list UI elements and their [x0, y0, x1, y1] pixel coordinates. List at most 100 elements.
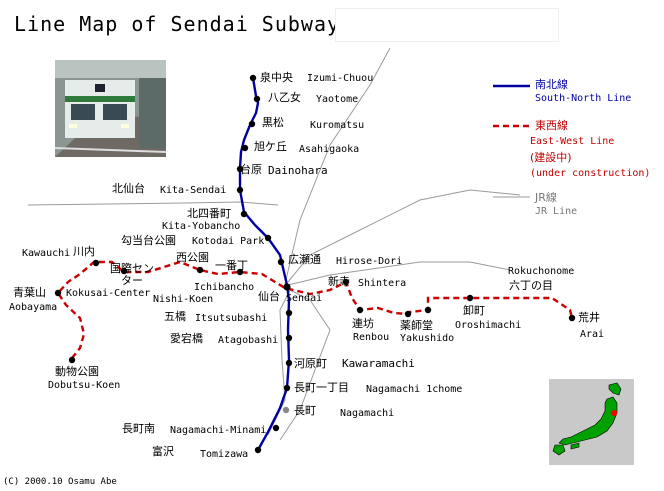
legend-east-west-en: East-West Line	[530, 136, 615, 147]
legend-jr-jp: JR線	[535, 191, 557, 204]
station-label-en: Itsutsubashi	[195, 313, 268, 324]
station-dot-nagamachi-1chome	[283, 384, 291, 392]
station-label-jp: 一番丁	[215, 259, 248, 272]
station-label-en: Rokuchonome	[508, 266, 575, 277]
station-label-en: Tomizawa	[200, 449, 249, 460]
title-blank-box	[336, 9, 558, 41]
station-dot-dainohara	[236, 165, 244, 173]
station-dot-rokuchonome	[466, 294, 474, 302]
station-dot-arai	[568, 314, 576, 322]
legend-under-construction-jp: (建設中)	[530, 151, 572, 164]
station-label-jp: 広瀬通	[288, 253, 321, 266]
station-label-en: Sendai	[286, 293, 323, 304]
station-label-en: Atagobashi	[218, 335, 279, 346]
station-label-jp: 河原町	[294, 357, 327, 370]
station-label-en: Dainohara	[268, 164, 328, 177]
station-label-en: Arai	[580, 329, 605, 340]
station-dot-nishi-koen	[196, 266, 204, 274]
legend-jr-en: JR Line	[535, 206, 578, 217]
station-label-en: Nagamachi-Minami	[170, 425, 267, 436]
station-label-en: Kita-Sendai	[160, 185, 227, 196]
station-label-en: Kotodai Park	[192, 236, 265, 247]
station-dot-yaotome	[253, 95, 261, 103]
station-dot-kawaramachi	[285, 359, 293, 367]
station-label-en: Izumi-Chuou	[307, 73, 374, 84]
station-label-jp: 荒井	[578, 311, 600, 324]
station-dot-izumi-chuou	[249, 74, 257, 82]
copyright-notice: (C) 2000.10 Osamu Abe	[3, 477, 117, 487]
station-label-en: Nagamachi 1chome	[366, 384, 463, 395]
station-label-en: Dobutsu-Koen	[48, 380, 121, 391]
station-label-en: Asahigaoka	[299, 144, 360, 155]
station-dot-kokusai-center	[120, 267, 128, 275]
station-label-jp: 勾当台公園	[121, 234, 176, 247]
station-label-en: Aobayama	[9, 302, 58, 313]
legend-south-north-en: South-North Line	[535, 93, 632, 104]
station-dot-kita-sendai	[236, 186, 244, 194]
station-dot-yakushido	[404, 310, 412, 318]
station-dot-nagamachi-minami	[272, 424, 280, 432]
station-label-en: Kuromatsu	[310, 120, 365, 131]
jr-lines	[27, 47, 530, 441]
station-label-jp: 北四番町	[187, 207, 231, 220]
station-label-jp: 台原	[240, 163, 262, 176]
station-dot-tomizawa	[254, 446, 262, 454]
station-dot-dobutsu-koen	[68, 356, 76, 364]
station-label-en: Ichibancho	[194, 282, 255, 293]
station-label-en: Nishi-Koen	[153, 294, 214, 305]
station-label-jp: 富沢	[152, 445, 174, 458]
subway-train-photo	[55, 60, 166, 157]
station-label-en: Kokusai-Center	[66, 288, 151, 299]
station-label-jp: 仙台	[258, 290, 280, 303]
station-dot-shintera	[342, 278, 350, 286]
station-label-jp: 西公園	[176, 251, 209, 264]
station-label-jp: 八乙女	[268, 91, 301, 104]
east-west-line	[56, 260, 574, 359]
station-label-jp: 国際センター	[110, 262, 154, 287]
station-dot-kotodai-park	[264, 234, 272, 242]
station-label-jp: 北仙台	[112, 182, 145, 195]
station-label-jp: 動物公園	[55, 365, 99, 378]
station-dot-renbou	[356, 306, 364, 314]
station-label-jp: 六丁の目	[509, 279, 553, 292]
station-label-jp: 泉中央	[260, 71, 293, 84]
legend-south-north-jp: 南北線	[535, 78, 568, 91]
station-label-jp: 薬師堂	[400, 319, 433, 332]
station-dot-kuromatsu	[248, 120, 256, 128]
south-north-line	[238, 77, 291, 451]
station-label-en: Kita-Yobancho	[162, 221, 241, 232]
jr-line-west	[27, 201, 279, 206]
station-label-jp: 連坊	[352, 317, 374, 330]
station-label-jp: 旭ケ丘	[254, 140, 287, 153]
station-dot-nagamachi	[282, 406, 290, 414]
legend-east-west-jp: 東西線	[535, 119, 568, 132]
legend-under-construction-en: (under construction)	[530, 168, 651, 179]
station-dot-ichibancho	[236, 268, 244, 276]
station-label-jp: 青葉山	[13, 286, 46, 299]
station-dot-atagobashi	[285, 334, 293, 342]
map-title: Line Map of Sendai Subway	[14, 12, 341, 36]
station-label-en: Yaotome	[316, 94, 359, 105]
station-dot-sendai	[283, 283, 291, 291]
station-dot-asahigaoka	[241, 144, 249, 152]
japan-location-inset	[549, 379, 634, 465]
station-label-en: Kawauchi	[22, 248, 71, 259]
station-label-en: Nagamachi	[340, 408, 395, 419]
station-label-en: Shintera	[358, 278, 407, 289]
station-label-jp: 新寺	[328, 275, 350, 288]
station-dot-oroshimachi	[424, 306, 432, 314]
station-label-en: Hirose-Dori	[336, 256, 403, 267]
station-label-en: Oroshimachi	[455, 320, 522, 331]
station-dot-kawauchi	[92, 259, 100, 267]
station-dot-kita-yobancho	[240, 210, 248, 218]
station-dot-aobayama	[54, 289, 62, 297]
station-label-en: Renbou	[353, 332, 390, 343]
station-dot-hirose-dori	[277, 258, 285, 266]
station-dot-itsutsubashi	[285, 309, 293, 317]
station-label-jp: 卸町	[463, 304, 485, 317]
station-label-jp: 長町一丁目	[294, 381, 349, 394]
station-label-jp: 愛宕橋	[170, 332, 203, 345]
station-label-jp: 五橋	[164, 310, 186, 323]
station-label-jp: 長町	[294, 404, 316, 417]
